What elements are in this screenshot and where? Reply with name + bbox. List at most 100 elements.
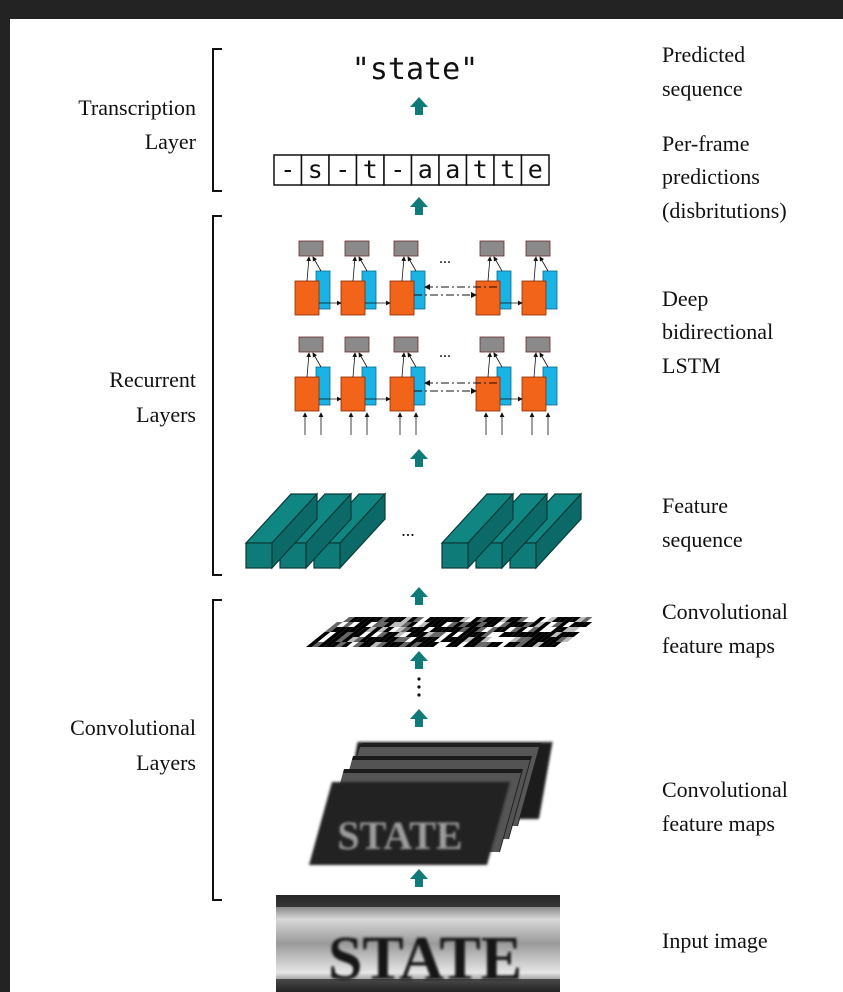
feature-map-pixel [394,627,407,632]
up-arrow-icon [410,449,428,467]
feature-map-pixel [516,627,528,632]
feature-map-pixel [347,637,359,642]
lstm-forward-cell [340,376,366,412]
feature-map-pixel [515,632,528,637]
feature-map-pixel [359,622,372,627]
feature-map-pixel [551,622,564,627]
feature-map-pixel [306,642,318,647]
feature-map-pixel [427,642,440,647]
lstm-output-node [479,336,505,353]
feature-map-pixel [359,627,372,632]
feature-map-pixel [417,632,429,637]
predicted-sequence: "state" [352,52,478,87]
feature-map-pixel [562,622,575,627]
lstm-ellipsis-top: ... [439,250,451,267]
feature-map-pixel [545,622,558,627]
feature-map-pixel [567,632,580,637]
frame-char: t [500,155,515,184]
feature-map-pixel [324,627,337,632]
feature-map-pixel [435,622,448,627]
lstm-connection [401,256,407,282]
lstm-output-node [393,240,419,257]
feature-map-pixel [550,637,562,642]
desc-convmaps-bottom-1: Convolutional [662,777,788,802]
feature-map-pixel [445,637,458,642]
feature-map-pixel [549,642,562,647]
desc-perframe-1: Per-frame [662,131,750,156]
feature-map-pixel [388,627,401,632]
feature-ellipsis: ... [401,520,415,540]
feature-map-pixel [574,622,587,627]
frame-char: t [363,155,378,184]
feature-map-pixel [557,622,569,627]
feature-map-pixel [365,622,378,627]
feature-map-pixel [520,642,533,647]
lstm-connection [352,256,358,282]
feature-map-pixel [365,627,378,632]
up-arrow-icon [410,97,428,115]
feature-map-pixel [480,637,493,642]
feature-map-pixel [544,632,557,637]
feature-map-pixel [336,622,349,627]
feature-map-pixel [445,642,458,647]
feature-map-pixel [463,627,476,632]
feature-map-pixel [354,617,367,622]
feature-map-pixel [364,642,376,647]
feature-map-pixel [434,632,447,637]
feature-map-pixel [382,627,395,632]
feature-map-pixel [504,627,517,632]
feature-map-pixel [452,622,465,627]
lstm-connection [533,352,539,378]
feature-map-pixel [485,642,498,647]
frame-char: a [418,155,433,184]
feature-map-pixel [411,627,424,632]
feature-map-pixel [340,642,353,647]
conv-feature-map-top [306,617,599,647]
feature-map-pixel [493,622,506,627]
feature-map-pixel [580,622,593,627]
feature-map-pixel [353,627,366,632]
feature-map-pixel [509,642,521,647]
feature-map-pixel [440,627,453,632]
feature-map-pixel [370,632,383,637]
feature-map-pixel [364,632,377,637]
feature-map-pixel [550,627,563,632]
feature-map-pixel [422,632,435,637]
desc-convmaps-top-2: feature maps [662,633,775,658]
feature-map-pixel [464,617,477,622]
feature-map-pixel [435,617,448,622]
feature-map-pixel [446,632,458,637]
feature-map-pixel [312,637,325,642]
feature-map-pixel [347,627,360,632]
feature-map-pixel [318,632,331,637]
feature-map-pixel [545,617,558,622]
feature-map-pixel [348,617,361,622]
feature-map-pixel [441,617,454,622]
feature-map-pixel [446,622,459,627]
feature-map-pixel [556,627,569,632]
lstm-forward-cell [294,376,320,412]
feature-map-pixel [555,642,568,647]
frame-char: s [308,155,323,184]
feature-map-pixel [497,642,510,647]
feature-map-pixel [387,642,400,647]
lstm-connection [306,256,312,282]
lstm-output-node [344,336,370,353]
feature-map-pixel [562,632,574,637]
desc-feature-1: Feature [662,493,728,518]
feature-map-pixel [486,632,499,637]
feature-map-pixel [352,642,365,647]
diagram-canvas: Transcription Layer Recurrent Layers Con… [10,19,843,992]
feature-map-pixel [398,642,411,647]
lstm-forward-cell [521,376,547,412]
feature-map-pixel [394,622,407,627]
feature-map-pixel [503,637,516,642]
feature-map-pixel [526,642,539,647]
lstm-output-node [525,336,551,353]
feature-map-pixel [411,632,424,637]
feature-map-pixel [504,622,517,627]
feature-map-pixel [476,617,489,622]
feature-map-pixel [487,617,500,622]
feature-map-pixel [428,637,441,642]
frame-box [328,154,358,186]
